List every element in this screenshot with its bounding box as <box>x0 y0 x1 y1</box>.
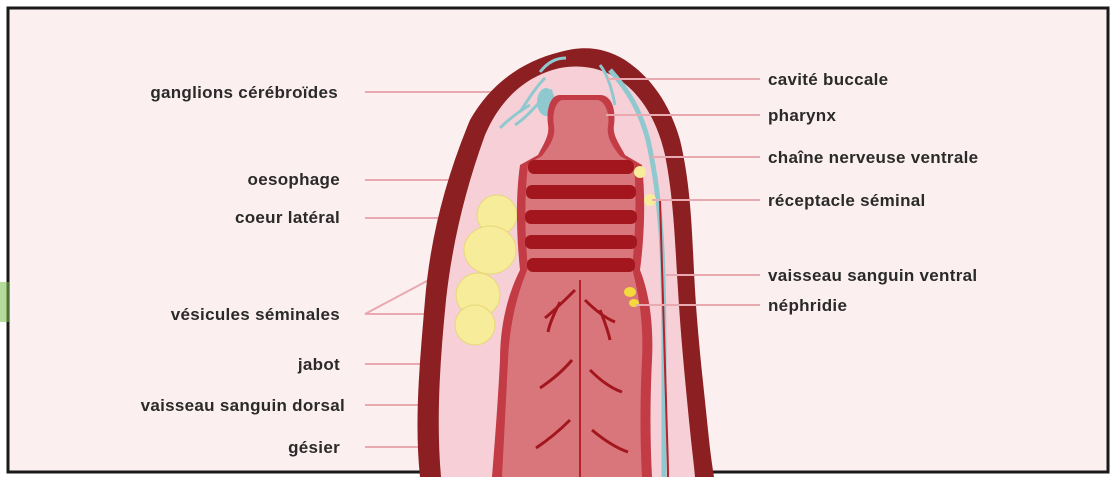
label-vaisseau-sanguin-ventral: vaisseau sanguin ventral <box>768 266 977 285</box>
label-cavite-buccale: cavité buccale <box>768 70 888 89</box>
label-receptacle-seminal: réceptacle séminal <box>768 191 926 210</box>
label-pharynx: pharynx <box>768 106 836 125</box>
label-vaisseau-sanguin-dorsal: vaisseau sanguin dorsal <box>141 396 345 415</box>
label-coeur-lateral: coeur latéral <box>235 208 340 227</box>
label-chaine-nerveuse-ventrale: chaîne nerveuse ventrale <box>768 148 978 167</box>
label-oesophage: oesophage <box>248 170 340 189</box>
label-gesier: gésier <box>288 438 340 457</box>
label-nephridie: néphridie <box>768 296 847 315</box>
label-jabot: jabot <box>297 355 340 374</box>
label-ganglions-cerebroides: ganglions cérébroïdes <box>150 83 338 102</box>
edge-green-mark <box>0 282 10 322</box>
label-vesicules-seminales: vésicules séminales <box>171 305 340 324</box>
